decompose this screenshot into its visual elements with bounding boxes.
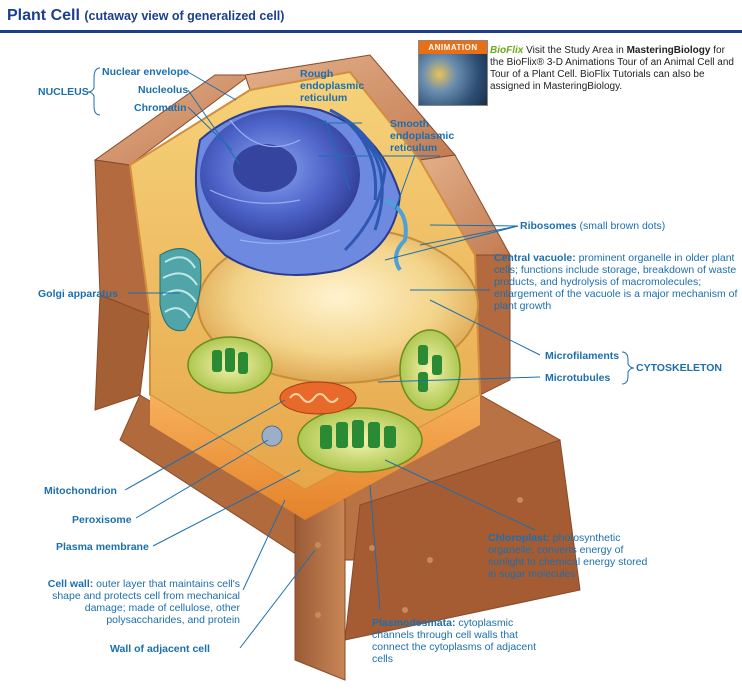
mitochondrion-shape [279,381,357,415]
label-plasmodesmata: Plasmodesmata: cytoplasmic channels thro… [372,617,557,665]
chloroplast-name: Chloroplast: [488,532,550,544]
central-vacuole-name: Central vacuole: [494,252,576,264]
cell-wall-desc: outer layer that maintains cell's shape … [52,578,240,626]
nucleus-group-label: NUCLEUS [38,86,89,98]
ribosomes-desc: (small brown dots) [579,220,666,232]
label-golgi: Golgi apparatus [38,288,118,300]
bioflix-note: BioFlix Visit the Study Area in Masterin… [490,45,740,93]
plasmodesmata-name: Plasmodesmata: [372,617,456,629]
central-vacuole-desc: prominent organelle in older plant cells… [494,252,738,312]
chloroplasts [187,329,461,473]
header: Plant Cell (cutaway view of generalized … [0,0,742,34]
label-chromatin: Chromatin [134,102,187,114]
bioflix-text-3: for the BioFlix® 3-D Animations Tour of … [490,45,734,92]
bioflix-brand: BioFlix [490,45,524,56]
title-sub: (cutaway view of generalized cell) [84,9,285,23]
title-main: Plant Cell [7,7,80,24]
label-peroxisome: Peroxisome [72,514,132,526]
label-cell-wall: Cell wall: outer layer that maintains ce… [28,578,240,626]
label-ribosomes: Ribosomes (small brown dots) [520,220,740,232]
label-mitochondrion: Mitochondrion [44,485,117,497]
nucleus [194,105,408,276]
label-rough-er: Rough endoplasmic reticulum [300,68,365,104]
label-microtubules: Microtubules [545,372,611,384]
leader-lines [124,71,541,649]
label-wall-adjacent: Wall of adjacent cell [110,643,210,655]
bioflix-text-2: MasteringBiology [626,45,711,56]
label-plasma-membrane: Plasma membrane [56,541,149,553]
title-rule [0,30,742,33]
golgi [159,248,202,332]
animation-tag: ANIMATION [419,41,487,54]
label-nucleolus: Nucleolus [138,84,189,96]
cytoskeleton-group-label: CYTOSKELETON [636,362,722,374]
page-title: Plant Cell (cutaway view of generalized … [7,7,284,25]
label-central-vacuole: Central vacuole: prominent organelle in … [494,252,739,312]
label-chloroplast: Chloroplast: photosynthetic organelle; c… [488,532,658,580]
label-nuclear-envelope: Nuclear envelope [102,66,189,78]
label-smooth-er: Smooth endoplasmic reticulum [390,118,455,154]
cell-wall-name: Cell wall: [47,578,94,590]
animation-thumbnail[interactable]: ANIMATION [418,40,488,106]
plasmodesmata-desc: cytoplasmic channels through cell walls … [372,617,537,665]
chloroplast-desc: photosynthetic organelle; converts energ… [488,532,648,580]
wall-slabs [93,54,581,681]
bioflix-text-1: Visit the Study Area in [526,45,627,56]
label-microfilaments: Microfilaments [545,350,620,362]
ribosomes-name: Ribosomes [520,220,577,232]
animation-image [419,54,487,105]
